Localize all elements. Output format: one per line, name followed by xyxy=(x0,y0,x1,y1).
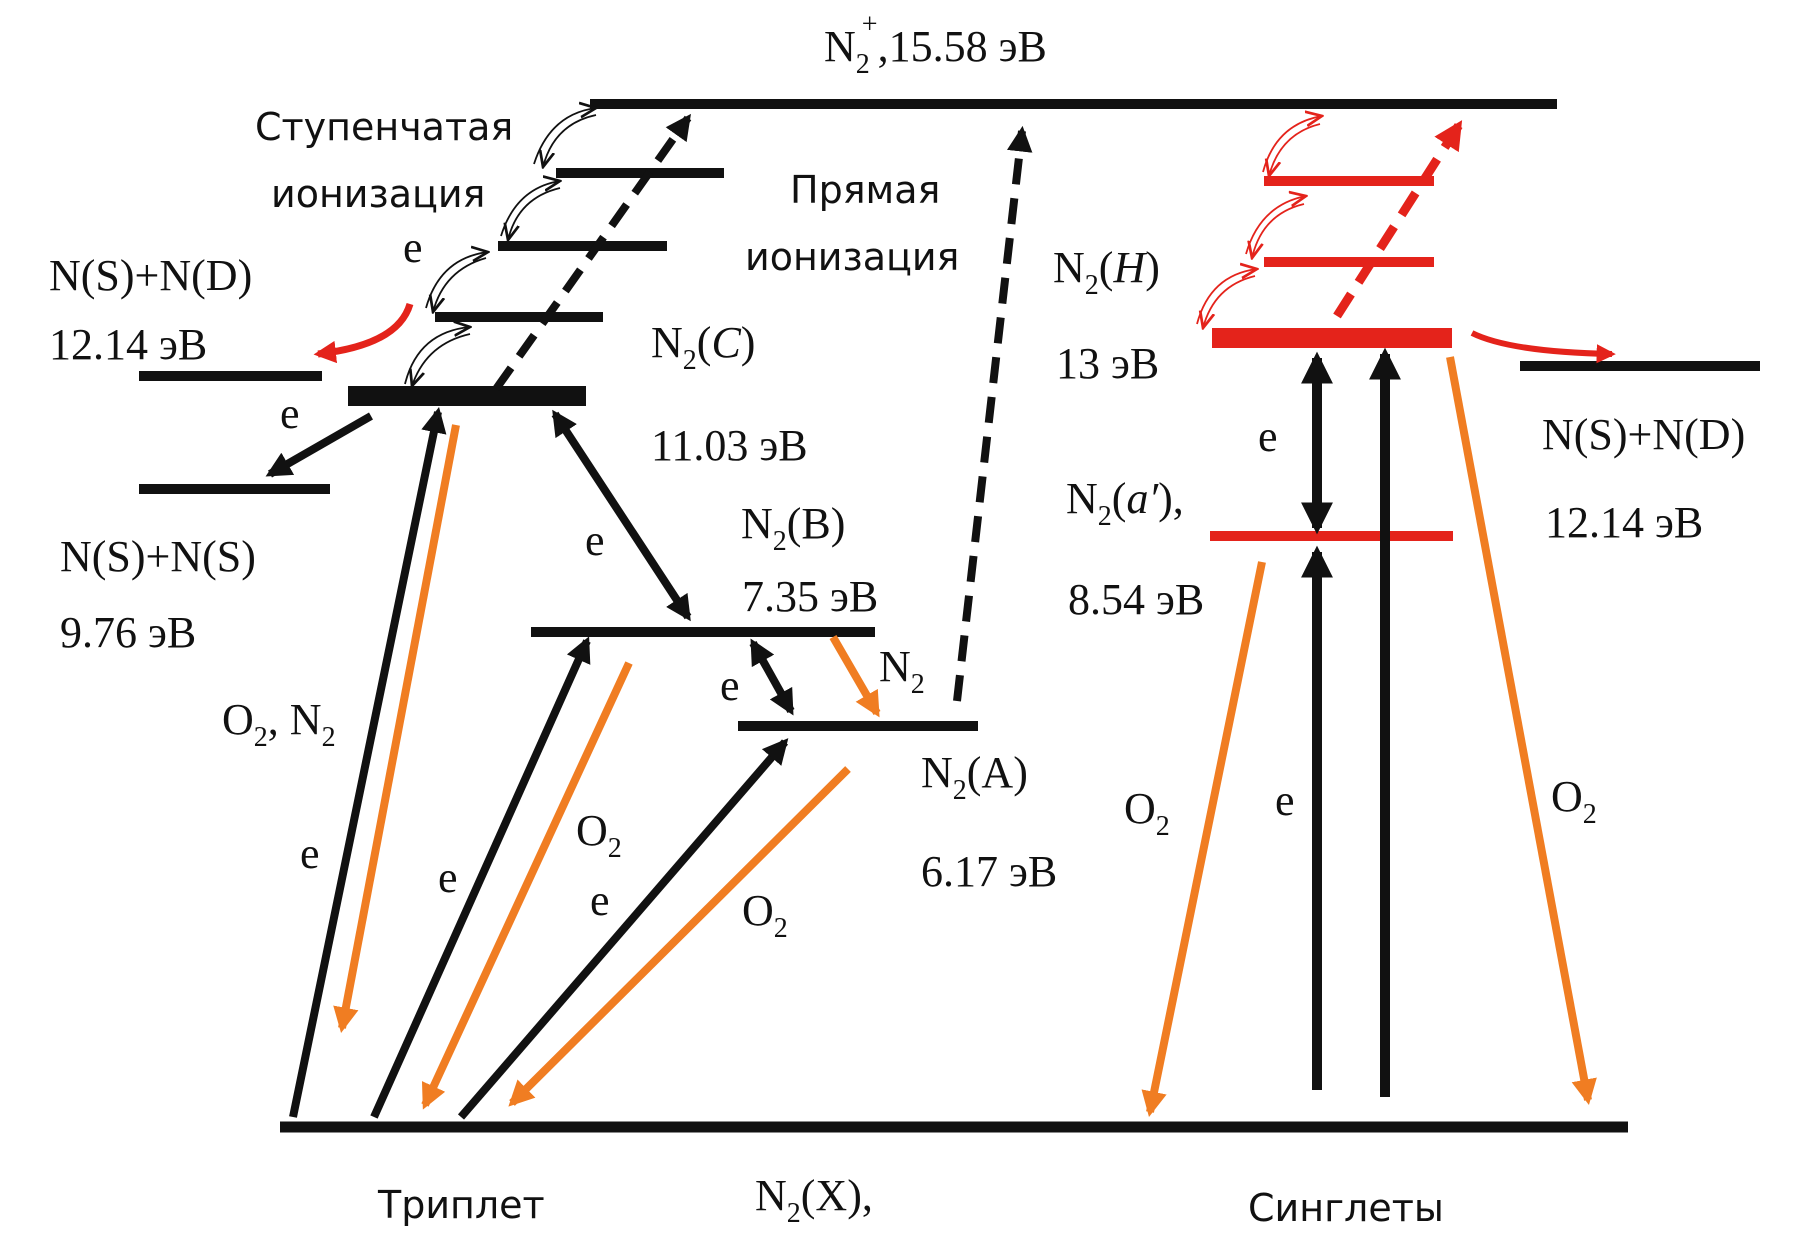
label-direct-ionization-1: Прямая xyxy=(790,168,940,212)
label-ns-nd-left: N(S)+N(D) xyxy=(49,251,252,300)
arrow-quench-a-prime-to-x xyxy=(1141,561,1266,1118)
stepwise-curl-3a xyxy=(500,181,560,237)
label-o2-a: O2 xyxy=(742,886,788,944)
arrow-b-a-exchange xyxy=(749,638,795,716)
arrow-excitation-x-to-b xyxy=(370,636,591,1119)
label-o2-singlet-left: O2 xyxy=(1124,784,1170,842)
arrow-excitation-x-to-a xyxy=(457,738,789,1120)
stepwise-curl-2b xyxy=(433,257,487,312)
label-ns-ns-energy: 9.76 эВ xyxy=(60,608,196,657)
label-stepwise-ionization-1: Ступенчатая xyxy=(255,105,513,149)
stepwise-curl-3b xyxy=(508,187,561,240)
label-ns-nd-left-energy: 12.14 эВ xyxy=(49,320,207,369)
label-o2-b: O2 xyxy=(576,806,622,864)
label-direct-ionization-2: ионизация xyxy=(745,235,959,279)
label-n2-a-prime-energy: 8.54 эВ xyxy=(1068,575,1204,624)
label-n2-c: N2(C) xyxy=(651,318,755,376)
label-o2-n2-triplet: O2, N2 xyxy=(222,695,336,753)
arrow-b-to-a-n2-collision xyxy=(829,634,881,718)
label-n2-collision: N2 xyxy=(879,642,925,700)
arrow-quench-a-to-x xyxy=(508,766,851,1107)
label-n2-h: N2(H) xyxy=(1053,243,1160,301)
singlet-curl-3b xyxy=(1269,123,1321,176)
singlet-curl-2b xyxy=(1252,203,1305,258)
arrow-quench-c-to-x xyxy=(333,424,460,1034)
label-e-singlet-excitation: e xyxy=(1275,776,1295,825)
stepwise-curl-1b xyxy=(412,333,471,386)
label-n2-a: N2(A) xyxy=(921,748,1028,806)
label-n2-plus: N2+,15.58 эВ xyxy=(824,9,1047,80)
label-stepwise-ionization-2: ионизация xyxy=(271,172,485,216)
label-e-x-a: e xyxy=(590,876,610,925)
label-e-x-b: e xyxy=(438,853,458,902)
label-e-stepwise: e xyxy=(403,223,423,272)
label-n2-b: N2(B) xyxy=(741,499,845,557)
arrow-c-dissociation-ns-ns xyxy=(265,412,373,478)
label-ns-nd-right-energy: 12.14 эВ xyxy=(1545,498,1703,547)
label-ns-ns: N(S)+N(S) xyxy=(60,532,256,581)
label-n2-a-prime: N2(a′), xyxy=(1066,474,1184,532)
label-n2-h-energy: 13 эВ xyxy=(1056,339,1159,388)
arrow-quench-b-to-x xyxy=(421,661,633,1110)
label-e-dissociation: e xyxy=(280,389,300,438)
label-singlets: Синглеты xyxy=(1248,1186,1444,1230)
labels: N2+,15.58 эВ Ступенчатая ионизация Пряма… xyxy=(49,9,1745,1230)
singlet-curl-1b xyxy=(1203,275,1256,328)
triplet-transitions xyxy=(265,108,1033,1120)
arrow-h-dissociation-ns-nd xyxy=(1470,330,1616,364)
label-n2-b-energy: 7.35 эВ xyxy=(742,572,878,621)
singlet-curl-3a xyxy=(1262,116,1322,173)
arrow-c-dissociation-ns-nd xyxy=(313,302,414,364)
label-o2-singlet-right: O2 xyxy=(1551,772,1597,830)
arrow-quench-h-to-x xyxy=(1446,356,1597,1106)
arrow-direct-ionization xyxy=(953,125,1033,702)
stepwise-curl-1a xyxy=(404,327,470,385)
stepwise-curl-4b xyxy=(543,114,597,167)
label-e-b-a: e xyxy=(720,661,740,710)
label-e-singlet-exchange: e xyxy=(1258,412,1278,461)
arrow-c-b-exchange xyxy=(551,409,692,622)
label-triplet: Триплет xyxy=(377,1183,545,1227)
arrow-stepwise-ionization xyxy=(492,113,692,392)
energy-levels xyxy=(139,99,1760,1133)
singlet-transitions xyxy=(1141,116,1616,1118)
label-ns-nd-right: N(S)+N(D) xyxy=(1542,410,1745,459)
label-n2-x: N2(X), xyxy=(755,1171,873,1229)
label-e-x-c: e xyxy=(300,829,320,878)
label-e-c-b: e xyxy=(585,516,605,565)
arrow-excitation-x-to-c xyxy=(289,406,447,1118)
label-n2-c-energy: 11.03 эВ xyxy=(651,421,808,470)
arrow-singlet-stepwise-ionization xyxy=(1333,120,1463,319)
label-n2-a-energy: 6.17 эВ xyxy=(921,847,1057,896)
stepwise-curl-4a xyxy=(533,108,596,165)
